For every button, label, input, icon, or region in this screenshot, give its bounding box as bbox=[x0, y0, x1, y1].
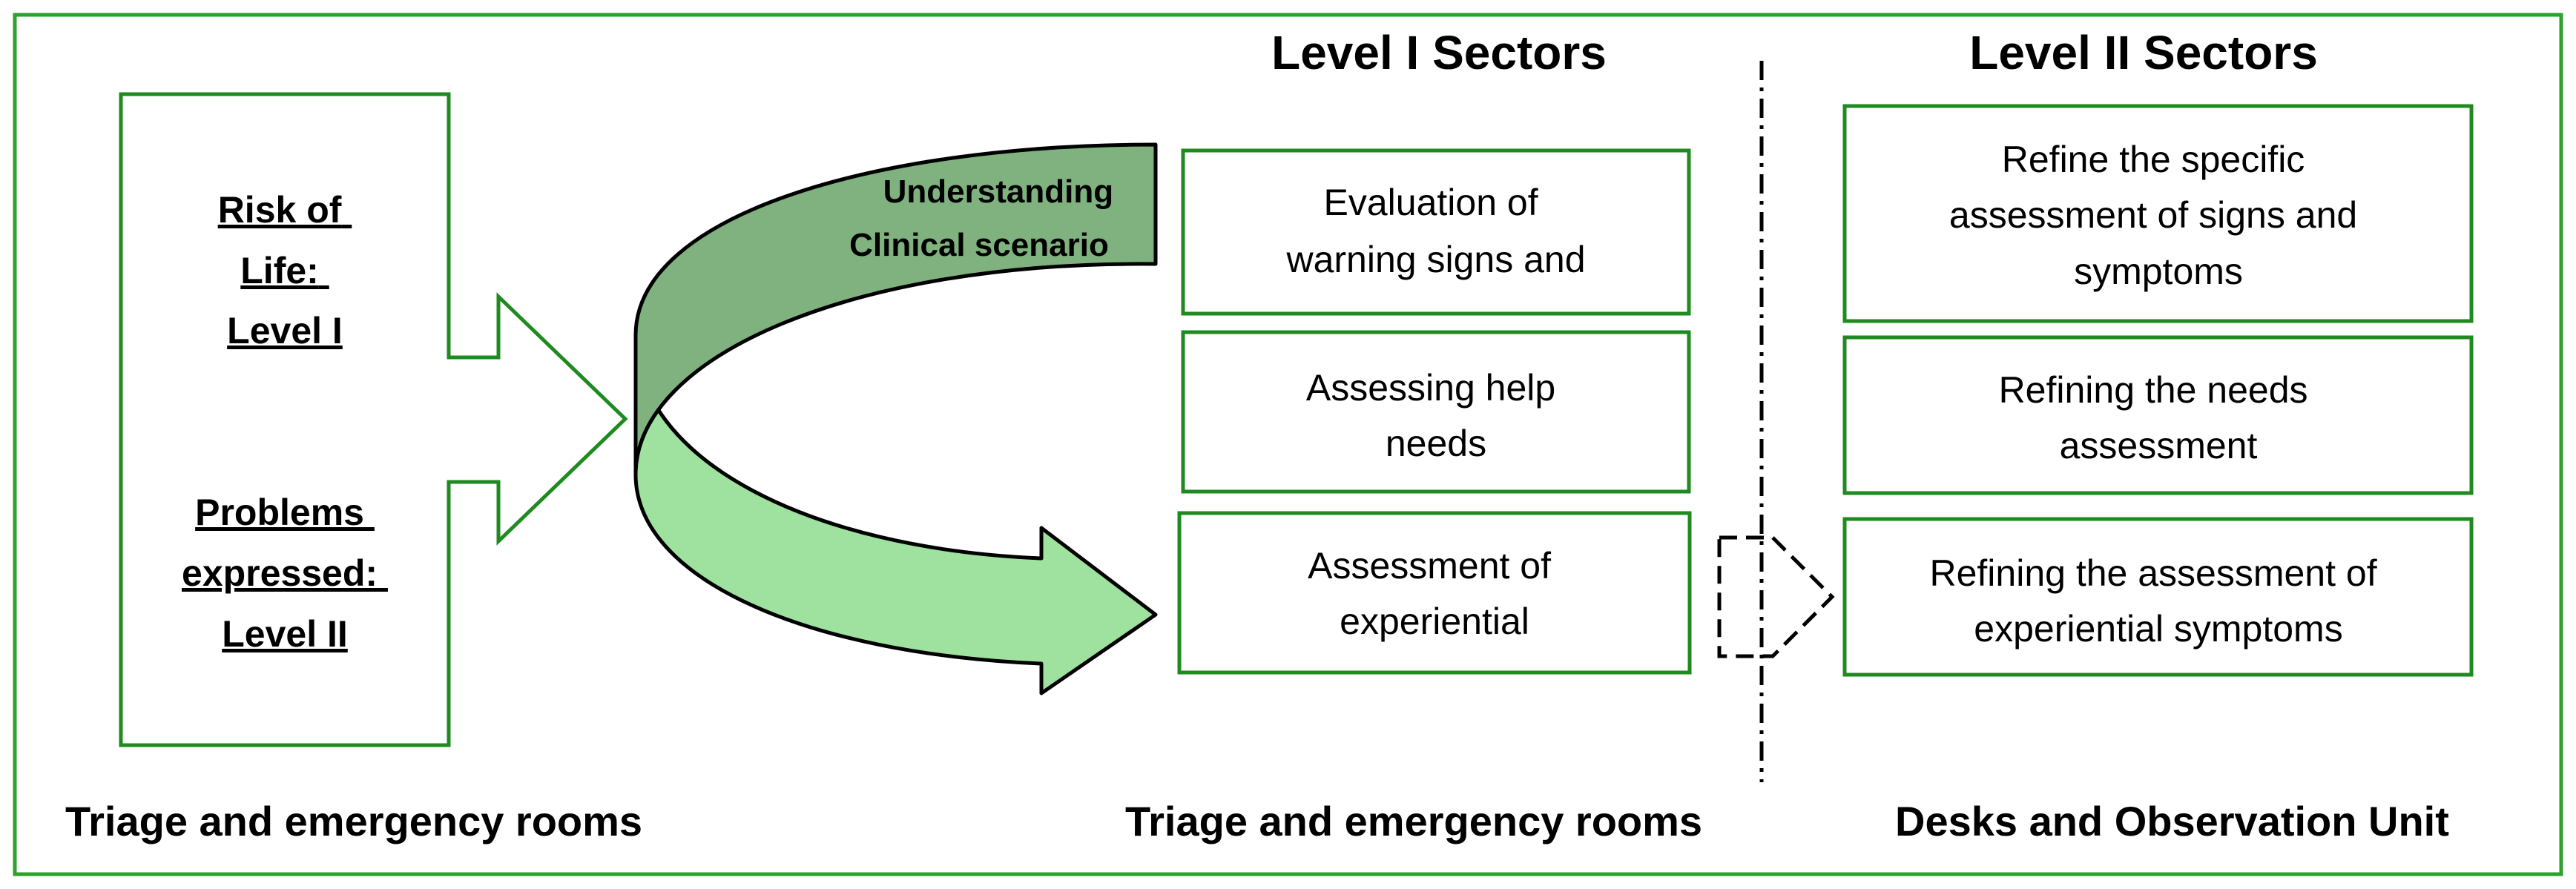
risk-line-2: Life: bbox=[240, 250, 319, 291]
level1-box3-line-2: experiential bbox=[1340, 601, 1529, 642]
level2-box3-line-2: experiential symptoms bbox=[1974, 608, 2342, 650]
level2-box1-line-3: symptoms bbox=[2074, 251, 2243, 292]
level2-box-needs bbox=[1842, 335, 2474, 495]
risk-of-life-label: Risk of Life: Level I bbox=[218, 189, 352, 351]
problems-line-3: Level II bbox=[222, 613, 348, 655]
understanding-line-1: Understanding bbox=[883, 173, 1113, 210]
level2-box-experiential bbox=[1842, 517, 2474, 677]
level1-box1-line-1: Evaluation of bbox=[1324, 182, 1538, 223]
curved-arrow-lower bbox=[633, 333, 1158, 695]
footer-level2: Desks and Observation Unit bbox=[1895, 798, 2449, 845]
risk-line-1: Risk of bbox=[218, 189, 342, 231]
left-arrow-box bbox=[119, 92, 628, 747]
understanding-clinical-scenario-label: Understanding Clinical scenario bbox=[849, 173, 1122, 263]
risk-line-3: Level I bbox=[227, 310, 343, 351]
level2-box3-line-1: Refining the assessment of bbox=[1929, 552, 2376, 594]
level1-box-warning-signs bbox=[1181, 148, 1691, 316]
curved-arrow-upper bbox=[633, 142, 1158, 477]
level1-box-help-needs bbox=[1181, 330, 1691, 494]
problems-expressed-label: Problems expressed: Level II bbox=[182, 492, 388, 655]
understanding-line-2: Clinical scenario bbox=[849, 227, 1109, 263]
level1-box3-line-1: Assessment of bbox=[1308, 545, 1551, 586]
problems-line-2: expressed: bbox=[182, 552, 378, 594]
level2-box1-line-2: assessment of signs and bbox=[1949, 194, 2357, 236]
footer-level1: Triage and emergency rooms bbox=[1125, 798, 1702, 845]
level2-box1-line-1: Refine the specific bbox=[2002, 139, 2305, 180]
level1-box1-line-2: warning signs and bbox=[1285, 239, 1585, 280]
problems-line-1: Problems bbox=[195, 492, 364, 533]
level2-box-needs-text: Refining the needs assessment bbox=[1999, 369, 2319, 466]
level1-box-experiential bbox=[1177, 511, 1692, 675]
level1-title: Level I Sectors bbox=[1271, 26, 1607, 79]
level1-box2-line-1: Assessing help bbox=[1306, 367, 1555, 409]
outer-frame bbox=[13, 13, 2563, 876]
footer-left: Triage and emergency rooms bbox=[65, 798, 642, 845]
level2-box-signs-symptoms-text: Refine the specific assessment of signs … bbox=[1949, 139, 2368, 292]
level2-box-signs-symptoms bbox=[1842, 104, 2474, 323]
level2-box-experiential-text: Refining the assessment of experiential … bbox=[1929, 552, 2387, 650]
level1-box-warning-signs-text: Evaluation of warning signs and bbox=[1285, 182, 1585, 280]
level2-box2-line-2: assessment bbox=[2060, 425, 2258, 466]
level1-box-experiential-text: Assessment of experiential bbox=[1308, 545, 1561, 642]
dashed-connector-arrow bbox=[1717, 535, 1835, 658]
level1-box-help-needs-text: Assessing help needs bbox=[1306, 367, 1566, 464]
level2-title: Level II Sectors bbox=[1969, 26, 2318, 79]
level1-box2-line-2: needs bbox=[1386, 423, 1486, 464]
level2-box2-line-1: Refining the needs bbox=[1999, 369, 2308, 411]
